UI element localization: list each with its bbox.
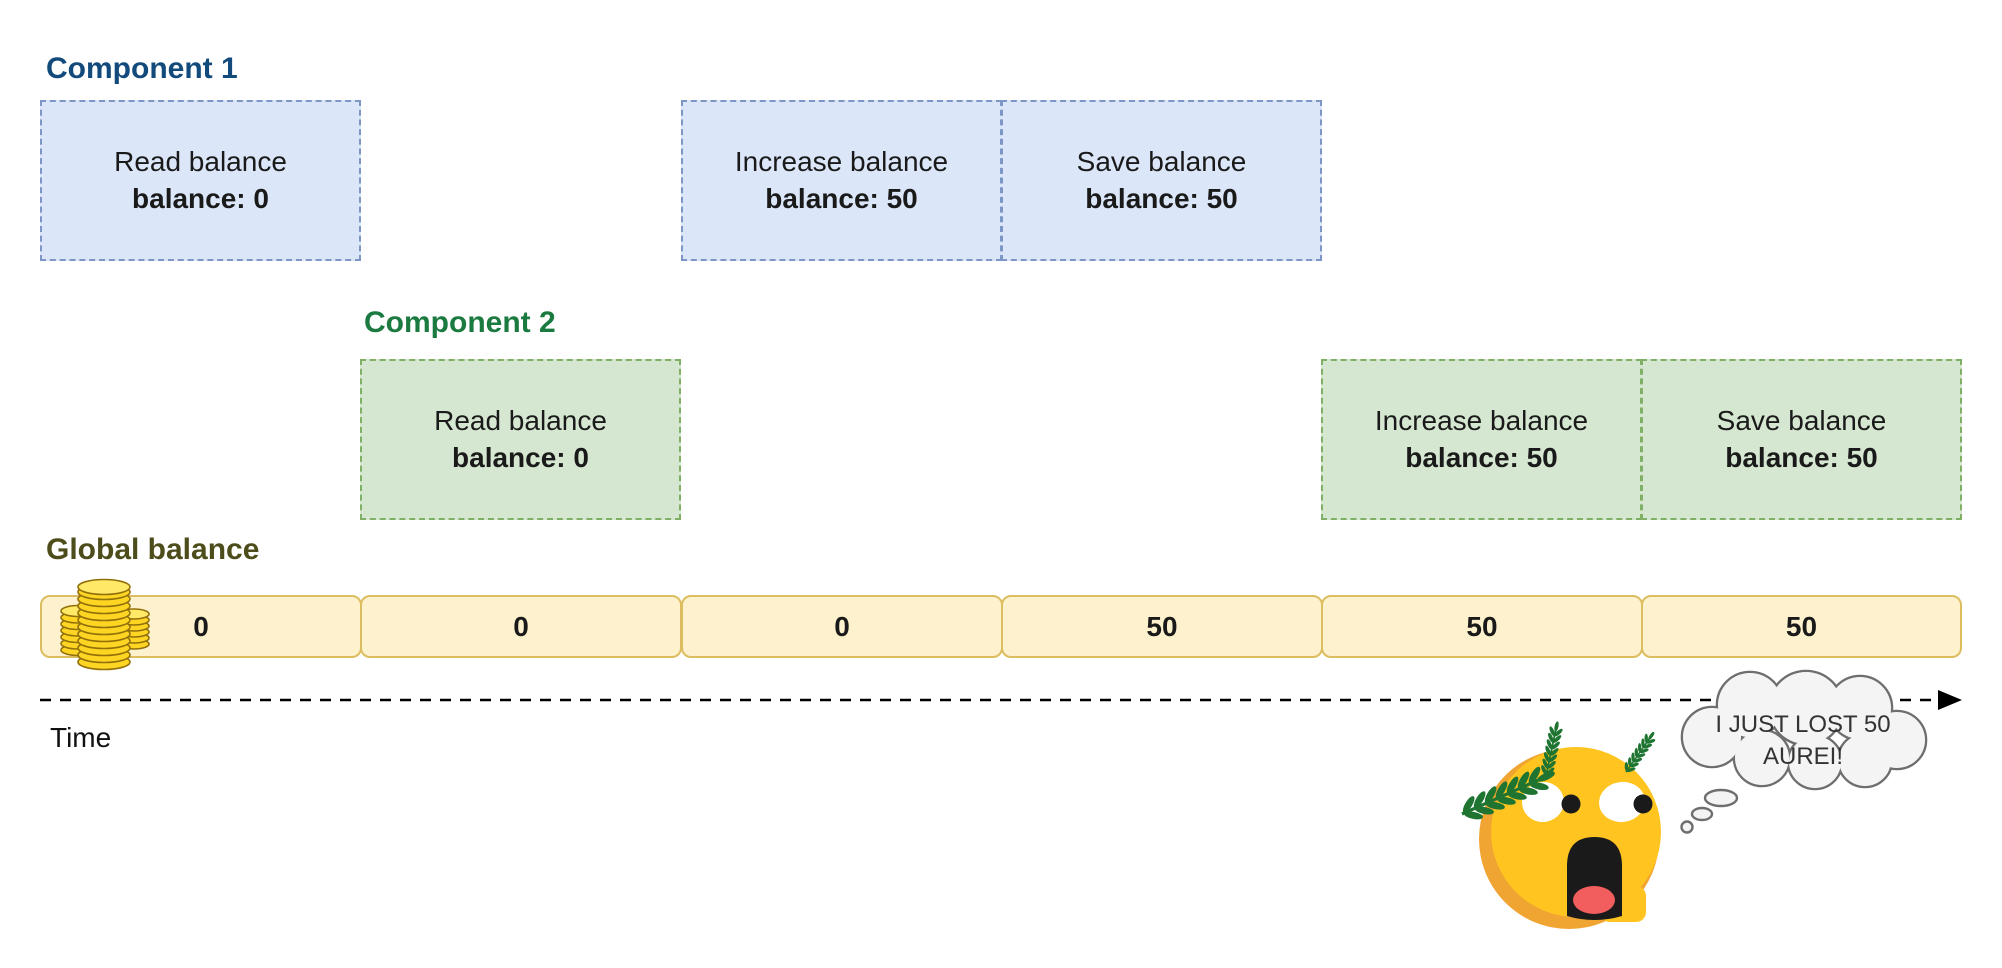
time-label: Time	[50, 722, 112, 753]
time-axis-arrowhead	[1938, 690, 1962, 710]
box-action-label: Increase balance	[734, 145, 949, 177]
component1-increase-balance-box: Increase balance balance: 50	[681, 100, 1002, 261]
global-balance-segment-5: 50	[1321, 595, 1643, 658]
segment-value: 0	[834, 610, 850, 642]
segment-value: 50	[1146, 610, 1178, 642]
thought-bubble-text-line2: AUREI!	[1763, 743, 1843, 770]
box-action-label: Read balance	[114, 145, 287, 177]
box-state-label: balance: 50	[1725, 441, 1878, 473]
thought-bubble-trail	[1680, 788, 1739, 834]
component1-read-balance-box: Read balance balance: 0	[40, 100, 361, 261]
emoji-mouth	[1567, 837, 1622, 920]
segment-value: 50	[1466, 610, 1498, 642]
global-balance-segment-4: 50	[1001, 595, 1323, 658]
component1-save-balance-box: Save balance balance: 50	[1001, 100, 1322, 261]
thought-bubble-text-line1: I JUST LOST 50	[1715, 711, 1890, 738]
time-axis	[40, 690, 1962, 710]
gold-coins-stack-icon	[60, 578, 150, 671]
box-action-label: Read balance	[434, 404, 607, 436]
shocked-face-emoji	[1454, 719, 1661, 929]
box-action-label: Increase balance	[1374, 404, 1589, 436]
box-action-label: Save balance	[1076, 145, 1247, 177]
component2-label: Component 2	[364, 306, 556, 339]
component2-save-balance-box: Save balance balance: 50	[1641, 359, 1962, 520]
emoji-eyes	[1522, 781, 1653, 823]
segment-value: 0	[193, 610, 209, 642]
component2-read-balance-box: Read balance balance: 0	[360, 359, 681, 520]
box-action-label: Save balance	[1716, 404, 1887, 436]
global-balance-segment-6: 50	[1641, 595, 1962, 658]
segment-value: 50	[1785, 610, 1818, 642]
global-balance-segment-3: 0	[681, 595, 1003, 658]
global-balance-label: Global balance	[46, 533, 260, 566]
box-state-label: balance: 0	[132, 182, 269, 214]
component1-label: Component 1	[46, 52, 238, 85]
box-state-label: balance: 50	[765, 182, 918, 214]
thought-bubble: I JUST LOST 50 AUREI!	[1680, 669, 1928, 834]
segment-value: 0	[513, 610, 529, 642]
global-balance-segment-2: 0	[360, 595, 682, 658]
box-state-label: balance: 0	[452, 441, 589, 473]
box-state-label: balance: 50	[1405, 441, 1558, 473]
component2-increase-balance-box: Increase balance balance: 50	[1321, 359, 1642, 520]
box-state-label: balance: 50	[1085, 182, 1238, 214]
